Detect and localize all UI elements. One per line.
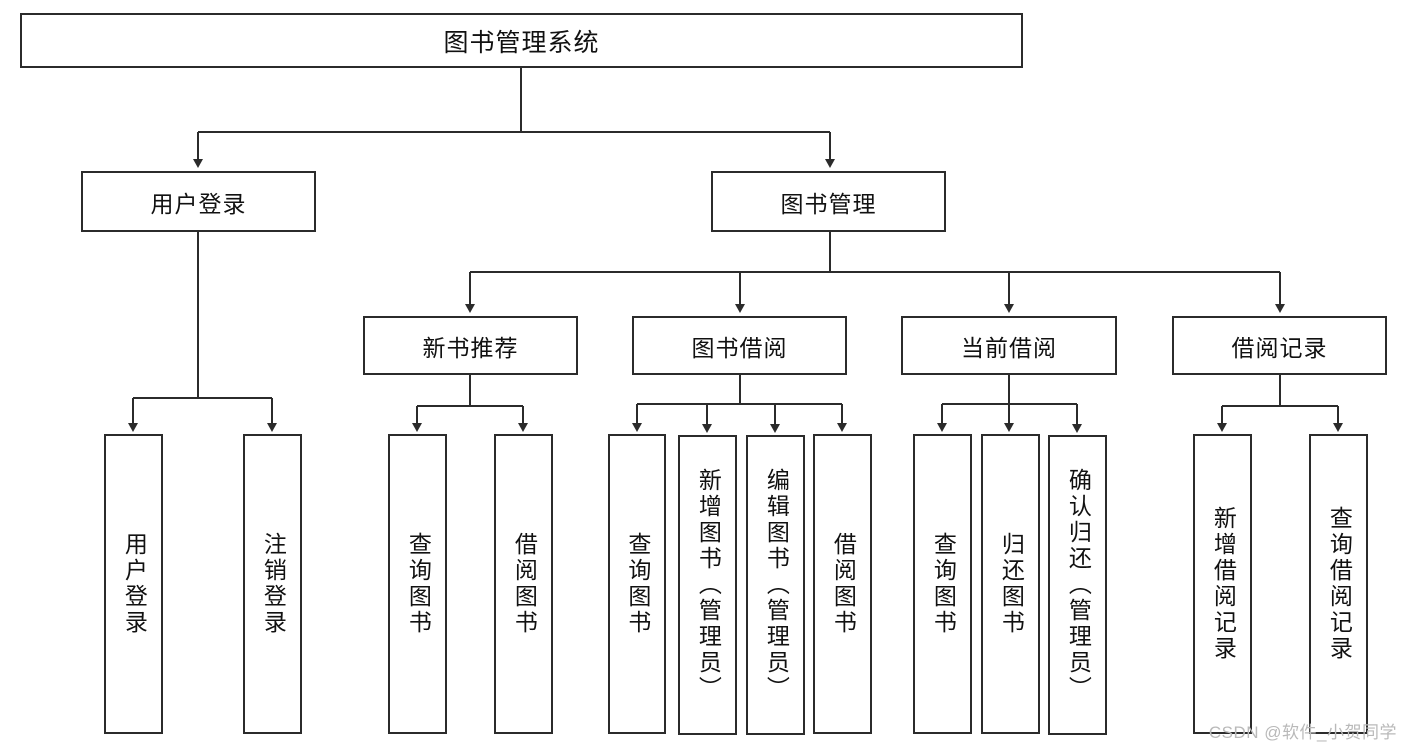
node-book-borrow[interactable]: 图书借阅 [632, 316, 847, 375]
leaf-label: 编辑图书（管理员） [763, 468, 790, 702]
leaf-label: 查询图书 [624, 532, 651, 636]
leaf-current-borrow-query-book[interactable]: 查询图书 [913, 434, 972, 734]
leaf-book-borrow-borrow-book[interactable]: 借阅图书 [813, 434, 872, 734]
leaf-label: 查询图书 [930, 532, 957, 636]
leaf-label: 用户登录 [121, 532, 148, 636]
node-book-management[interactable]: 图书管理 [711, 171, 946, 232]
leaf-label: 借阅图书 [511, 532, 538, 636]
leaf-label: 新增借阅记录 [1210, 506, 1237, 662]
node-label: 用户登录 [150, 190, 247, 217]
watermark-text: CSDN @软件_小贺同学 [1208, 723, 1397, 742]
node-borrow-record[interactable]: 借阅记录 [1172, 316, 1387, 375]
leaf-label: 新增图书（管理员） [695, 468, 722, 702]
leaf-borrow-record-add-record[interactable]: 新增借阅记录 [1193, 434, 1252, 734]
leaf-current-borrow-confirm-return-admin[interactable]: 确认归还（管理员） [1048, 435, 1107, 735]
node-label: 图书借阅 [691, 334, 788, 361]
leaf-user-login-logout[interactable]: 注销登录 [243, 434, 302, 734]
node-label: 借阅记录 [1231, 334, 1328, 361]
leaf-new-book-query-book[interactable]: 查询图书 [388, 434, 447, 734]
node-label: 当前借阅 [961, 334, 1057, 361]
leaf-book-borrow-edit-book-admin[interactable]: 编辑图书（管理员） [746, 435, 805, 735]
node-label: 图书管理系统 [443, 28, 600, 57]
leaf-current-borrow-return-book[interactable]: 归还图书 [981, 434, 1040, 734]
leaf-label: 归还图书 [998, 532, 1025, 636]
node-label: 新书推荐 [422, 334, 519, 361]
leaf-label: 借阅图书 [830, 532, 857, 636]
leaf-label: 查询图书 [405, 532, 432, 636]
leaf-label: 查询借阅记录 [1326, 506, 1353, 662]
leaf-label: 确认归还（管理员） [1065, 468, 1092, 702]
leaf-new-book-borrow-book[interactable]: 借阅图书 [494, 434, 553, 734]
node-current-borrow[interactable]: 当前借阅 [901, 316, 1117, 375]
leaf-book-borrow-add-book-admin[interactable]: 新增图书（管理员） [678, 435, 737, 735]
node-label: 图书管理 [780, 190, 877, 217]
leaf-label: 注销登录 [260, 532, 287, 636]
node-new-book-recommend[interactable]: 新书推荐 [363, 316, 578, 375]
node-root-book-management-system[interactable]: 图书管理系统 [20, 13, 1023, 68]
leaf-borrow-record-query-record[interactable]: 查询借阅记录 [1309, 434, 1368, 734]
leaf-user-login-login[interactable]: 用户登录 [104, 434, 163, 734]
leaf-book-borrow-query-book[interactable]: 查询图书 [608, 434, 666, 734]
node-user-login[interactable]: 用户登录 [81, 171, 316, 232]
